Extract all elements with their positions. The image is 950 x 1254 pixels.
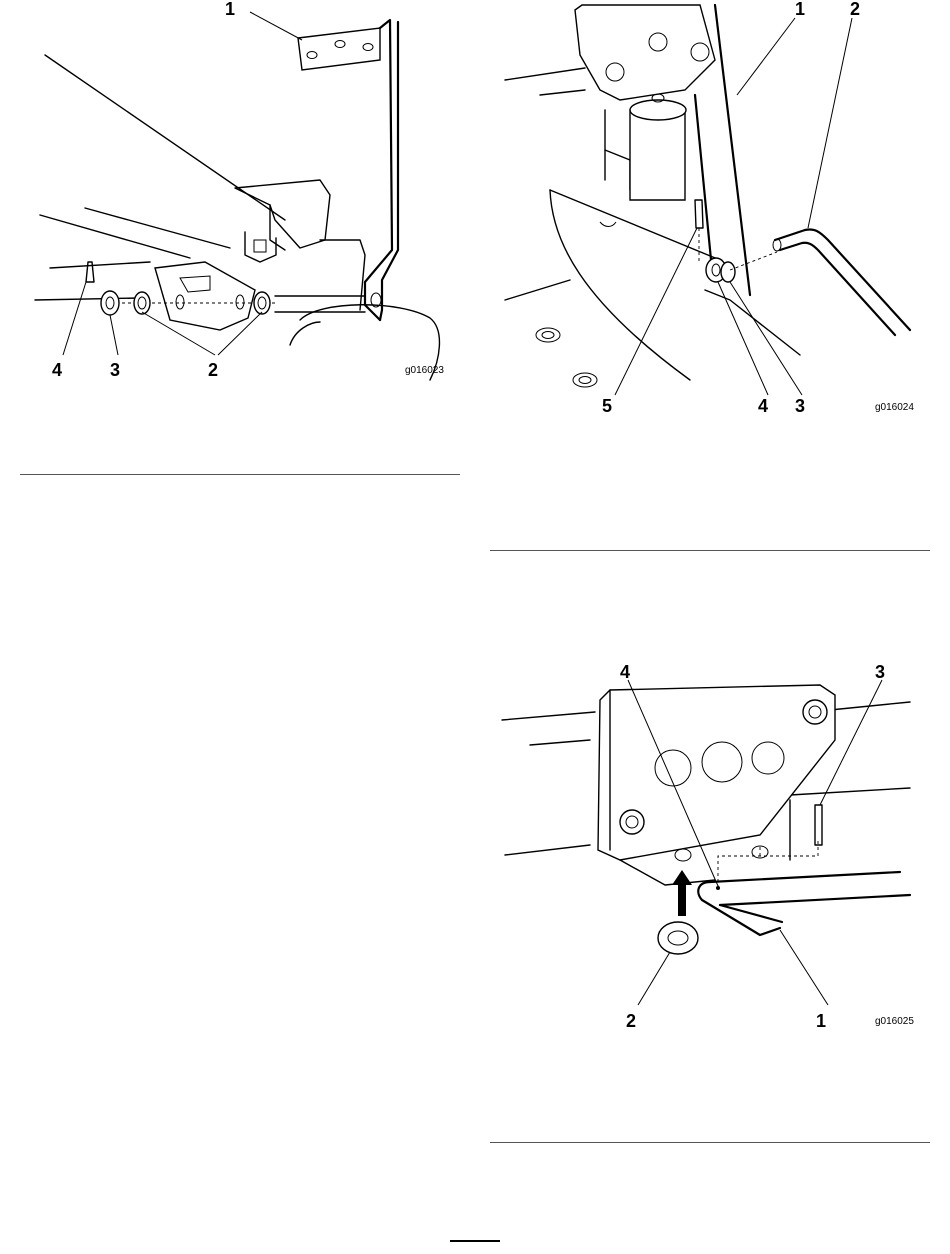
washer [101,291,119,315]
leader-line-3 [110,315,118,355]
callout-4: 4 [52,360,62,380]
link-rod-bend-edge [720,905,782,922]
control-lever [715,5,750,295]
boss [675,849,691,861]
wheel-housing-curve [290,322,320,345]
background-line [505,68,585,80]
rod-axis [730,252,777,270]
mount-bracket [298,28,380,70]
bushing [134,292,150,314]
leader-line-5 [615,228,697,395]
mount-nut [254,240,266,252]
leader-line-3 [730,282,802,395]
cotter-pin [815,805,822,845]
background-line [530,740,590,745]
deck-hole-inner [579,377,591,384]
cylinder-top [630,100,686,120]
figure-g016023: 1 2 3 4 g016023 [20,0,460,400]
rod-hole [716,886,720,890]
callout-3: 3 [875,662,885,682]
body-block [235,180,330,248]
chassis-edge-line [40,215,190,258]
control-lever-inner [695,95,712,270]
mount-block [245,232,276,262]
deck-hole [536,328,560,342]
link-rod-edge [780,243,895,335]
callout-4: 4 [620,662,630,682]
plate-bolt [620,810,644,834]
callout-3: 3 [795,396,805,416]
callout-1: 1 [225,0,235,19]
leader-line-2 [808,18,852,228]
plate-bottom [620,860,715,885]
deck-hole-inner [542,332,554,339]
callout-2: 2 [626,1011,636,1031]
leader-line-1 [737,18,795,95]
rod-end [773,239,781,251]
callout-4: 4 [758,396,768,416]
frame-tube [320,240,365,310]
background-line [540,90,585,95]
leader-line-4 [718,282,768,395]
figure-id: g016025 [875,1016,914,1027]
callout-5: 5 [602,396,612,416]
callout-2: 2 [208,360,218,380]
plate-bolt [803,700,827,724]
bushing [254,292,270,314]
background-line [502,712,595,720]
rocker-plate [155,262,255,330]
figure-g016025: 4 3 2 1 g016025 [490,660,930,1030]
washer [658,922,698,954]
link-rod-edge [720,895,910,905]
figure-id: g016023 [405,365,444,376]
section-divider [20,474,460,475]
control-lever [365,20,392,320]
section-divider [490,1142,930,1143]
deck-hole [573,373,597,387]
page-footer-rule [450,1240,500,1242]
leader-line-1 [780,930,828,1005]
callout-1: 1 [795,0,805,19]
deck-mark [600,222,616,227]
background-line [790,788,910,795]
leader-line-2 [638,952,670,1005]
cotter-pin [695,200,703,228]
section-divider [490,550,930,551]
link-rod-bend [698,882,780,935]
cylinder [630,110,685,200]
arrow-up-icon [672,870,692,916]
chassis-edge-line [85,208,230,248]
callout-3: 3 [110,360,120,380]
figure-g016024: 1 2 3 4 5 g016024 [490,0,930,420]
leader-line-4 [63,282,86,355]
control-lever-edge [380,22,398,320]
background-line [505,280,570,300]
frame-line [605,150,630,190]
callout-1: 1 [816,1011,826,1031]
chassis-edge-line [50,262,150,268]
figure-id: g016024 [875,402,914,413]
deck-line [705,290,800,355]
mount-bracket [575,5,715,100]
leader-line-1 [250,12,302,40]
callout-2: 2 [850,0,860,19]
background-line [505,845,590,855]
chassis-edge-line [35,298,140,300]
bushing [721,262,735,282]
link-rod [710,872,900,882]
